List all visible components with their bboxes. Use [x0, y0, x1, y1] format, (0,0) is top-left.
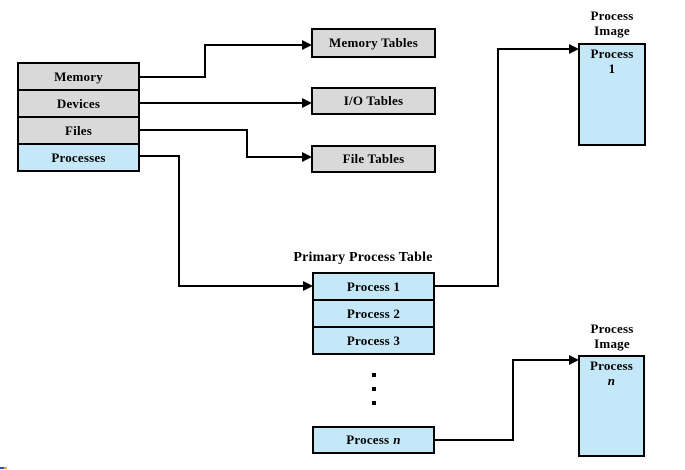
os-resource-stack: Memory Devices Files Processes [17, 62, 140, 172]
stack-row-devices-label: Devices [56, 95, 101, 111]
processes-connector-segment [140, 155, 180, 157]
process-n-image-connector-segment [512, 359, 514, 441]
process-image-1-body-line1: Process [590, 46, 634, 61]
process-1-row-label: Process 1 [346, 278, 401, 294]
primary-process-table-arrowhead-icon [303, 281, 313, 291]
process-image-n-title-line2: Image [594, 336, 630, 351]
memory-tables-arrowhead-icon [302, 40, 312, 50]
table-row: Process 1 [314, 274, 433, 299]
memory-tables-box: Memory Tables [311, 28, 436, 58]
files-connector-segment [140, 129, 248, 131]
process-image-n-body-line2: n [607, 373, 616, 388]
primary-process-table-title: Primary Process Table [293, 250, 433, 265]
stack-row-processes-label: Processes [51, 149, 106, 165]
stack-row-files-label: Files [65, 122, 92, 138]
io-tables-arrowhead-icon [302, 98, 312, 108]
process-image-n-body-line1: Process [589, 358, 634, 373]
process-image-n-title-line1: Process [590, 321, 634, 336]
processes-connector-segment [178, 155, 180, 287]
file-tables-label: File Tables [342, 151, 405, 166]
memory-connector-segment [140, 76, 206, 78]
memory-connector-segment [204, 44, 206, 78]
process-image-1-title: Process Image [562, 8, 662, 38]
processes-connector-segment [178, 285, 303, 287]
file-tables-arrowhead-icon [302, 152, 312, 162]
stack-row-devices: Devices [19, 89, 138, 116]
process-n-image-connector-segment [435, 439, 514, 441]
files-connector-segment [246, 129, 248, 158]
ellipsis-dot [371, 387, 376, 391]
process-n-row-var: n [393, 432, 401, 447]
primary-process-table: Process 1 Process 2 Process 3 [312, 272, 435, 355]
memory-tables-label: Memory Tables [329, 35, 418, 50]
ellipsis-dot [371, 401, 376, 405]
process-n-row: Process n [312, 426, 435, 454]
io-tables-box: I/O Tables [311, 87, 436, 115]
process-image-1-title-line1: Process [590, 8, 634, 23]
io-tables-label: I/O Tables [343, 93, 404, 108]
ellipsis-dot [371, 373, 376, 377]
process-1-image-connector-segment [497, 48, 569, 50]
memory-connector-segment [204, 44, 302, 46]
table-row: Process 3 [314, 326, 433, 353]
process-2-row-label: Process 2 [346, 305, 401, 321]
process-1-image-connector-segment [435, 285, 499, 287]
process-image-n-title: Process Image [562, 321, 662, 351]
process-image-1-body-line2: 1 [608, 61, 616, 76]
vertical-ellipsis-icon [312, 373, 435, 405]
stack-row-files: Files [19, 116, 138, 143]
process-1-image-connector-segment [497, 48, 499, 287]
process-n-row-label: Process [346, 432, 390, 447]
stack-row-processes: Processes [19, 143, 138, 170]
files-connector-segment [246, 156, 302, 158]
process-image-1-arrowhead-icon [569, 44, 579, 54]
stack-row-memory-label: Memory [54, 68, 103, 84]
corner-artifact-mark [0, 467, 7, 469]
process-3-row-label: Process 3 [346, 332, 401, 348]
process-image-n-box: Process n [578, 355, 645, 457]
devices-connector-segment [140, 102, 302, 104]
stack-row-memory: Memory [19, 64, 138, 89]
process-image-n-arrowhead-icon [569, 355, 579, 365]
file-tables-box: File Tables [311, 145, 436, 173]
process-image-1-box: Process 1 [578, 43, 646, 146]
table-row: Process 2 [314, 299, 433, 326]
process-image-1-title-line2: Image [594, 23, 630, 38]
process-n-image-connector-segment [512, 359, 569, 361]
